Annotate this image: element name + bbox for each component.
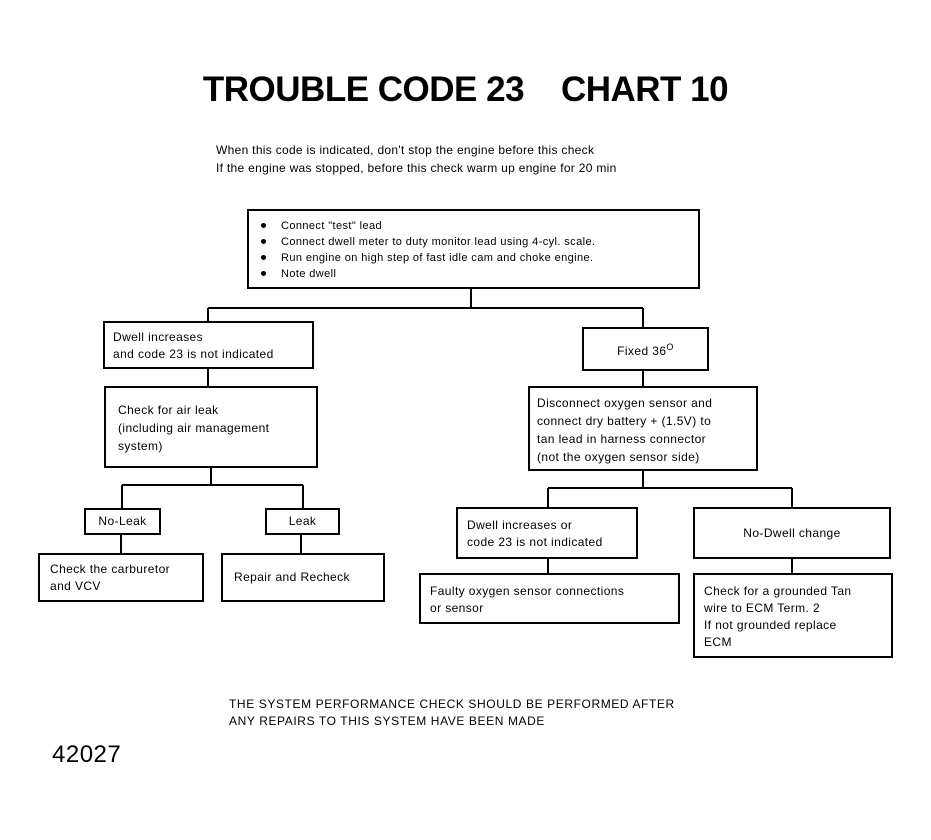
- footer-note: THE SYSTEM PERFORMANCE CHECK SHOULD BE P…: [229, 697, 675, 728]
- instruction-item: Connect "test" lead: [255, 218, 692, 234]
- bullet-icon: [261, 239, 266, 244]
- bullet-icon: [261, 255, 266, 260]
- no-leak-box: No-Leak: [84, 508, 161, 535]
- check-carburetor-box: Check the carburetor and VCV: [38, 553, 204, 602]
- figure-code: 42027: [52, 741, 122, 768]
- intro-line-1: When this code is indicated, don't stop …: [216, 143, 595, 157]
- bullet-icon: [261, 223, 266, 228]
- dwell-increases-box: Dwell increases and code 23 is not indic…: [103, 321, 314, 369]
- fixed-36-label: Fixed 36O: [617, 341, 674, 358]
- no-dwell-change-box: No-Dwell change: [693, 507, 891, 559]
- instruction-item: Note dwell: [255, 266, 692, 282]
- start-instructions-list: Connect "test" lead Connect dwell meter …: [255, 218, 692, 282]
- start-instructions-box: Connect "test" lead Connect dwell meter …: [247, 209, 700, 289]
- leak-box: Leak: [265, 508, 340, 535]
- check-grounded-tan-box: Check for a grounded Tan wire to ECM Ter…: [693, 573, 893, 658]
- dwell-increases-or-box: Dwell increases or code 23 is not indica…: [456, 507, 638, 559]
- instruction-item: Run engine on high step of fast idle cam…: [255, 250, 692, 266]
- instruction-item: Connect dwell meter to duty monitor lead…: [255, 234, 692, 250]
- bullet-icon: [261, 271, 266, 276]
- intro-line-2: If the engine was stopped, before this c…: [216, 161, 617, 175]
- air-leak-box: Check for air leak (including air manage…: [104, 386, 318, 468]
- faulty-oxygen-sensor-box: Faulty oxygen sensor connections or sens…: [419, 573, 680, 624]
- disconnect-oxygen-sensor-box: Disconnect oxygen sensor and connect dry…: [528, 386, 758, 471]
- repair-recheck-box: Repair and Recheck: [221, 553, 385, 602]
- fixed-36-box: Fixed 36O: [582, 327, 709, 371]
- chart-title: TROUBLE CODE 23 CHART 10: [202, 70, 729, 109]
